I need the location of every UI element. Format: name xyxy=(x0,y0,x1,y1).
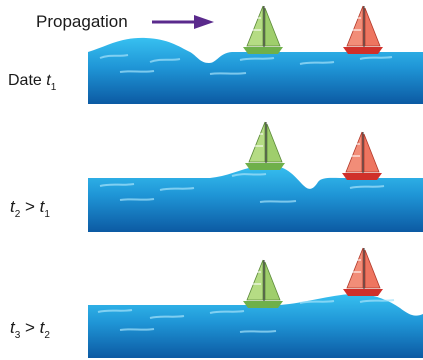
foam-streaks xyxy=(99,173,385,203)
water-panel-2 xyxy=(88,164,423,232)
panel-2: t2 > t1 xyxy=(10,164,423,232)
panel-3-label: t3 > t2 xyxy=(10,318,50,341)
water-panel-3 xyxy=(88,293,423,358)
arrow-right-icon xyxy=(152,15,214,29)
sailboat-green-icon xyxy=(244,121,286,171)
panel-1-label: Date t1 xyxy=(8,72,57,93)
panel-3: t3 > t2 xyxy=(10,293,423,358)
foam-streaks xyxy=(97,299,395,333)
propagation-label: Propagation xyxy=(36,12,128,31)
sailboat-green-icon xyxy=(242,5,284,55)
sailboat-green-icon xyxy=(242,259,284,309)
sailboat-red-icon xyxy=(342,5,384,55)
sailboat-red-icon xyxy=(342,247,384,297)
foam-streaks xyxy=(99,54,393,75)
sailboat-red-icon xyxy=(341,131,383,181)
panel-2-label: t2 > t1 xyxy=(10,197,50,220)
water-panel-1 xyxy=(88,37,423,104)
panel-1: Date t1 xyxy=(8,37,423,104)
